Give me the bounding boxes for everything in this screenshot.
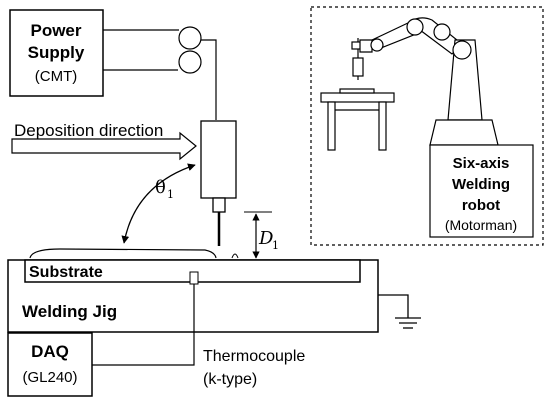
daq-box: DAQ (GL240) [7,332,93,397]
power-supply-title-2: Supply [28,43,85,62]
deposited-bead [29,248,217,259]
wire-feed [103,26,217,120]
robot-line-2: Welding [452,176,510,193]
ground-symbol [378,294,421,329]
robot-line-4: (Motorman) [445,217,517,233]
theta-symbol: θ [155,177,166,198]
power-supply-title-1: Power [30,21,81,40]
daq-title: DAQ [31,342,69,361]
thermocouple-wire [92,284,195,366]
power-supply-box: Power Supply (CMT) [9,9,104,97]
deposition-arrow: Deposition direction [11,121,197,161]
robot-line-1: Six-axis [453,155,510,172]
welding-jig [7,259,379,333]
d-symbol: D [258,228,274,249]
daq-subtitle: (GL240) [22,369,77,386]
weld-pool [231,253,239,259]
welding-torch [200,120,237,246]
d-subscript: 1 [272,239,279,252]
robot-arm [351,17,534,238]
distance-indicator: D 1 [244,211,279,259]
robot-line-3: robot [462,197,500,214]
robot-panel: Six-axis Welding robot (Motorman) [310,6,544,246]
thermocouple-label: Thermocouple [203,348,305,365]
theta-subscript: 1 [167,188,174,201]
substrate-label: Substrate [29,264,103,281]
welding-jig-label: Welding Jig [22,302,117,321]
deposition-label: Deposition direction [14,121,163,140]
robot-table [320,88,395,151]
angle-indicator: θ 1 [121,163,196,244]
power-supply-subtitle: (CMT) [35,68,77,85]
thermocouple-type: (k-type) [203,371,257,388]
